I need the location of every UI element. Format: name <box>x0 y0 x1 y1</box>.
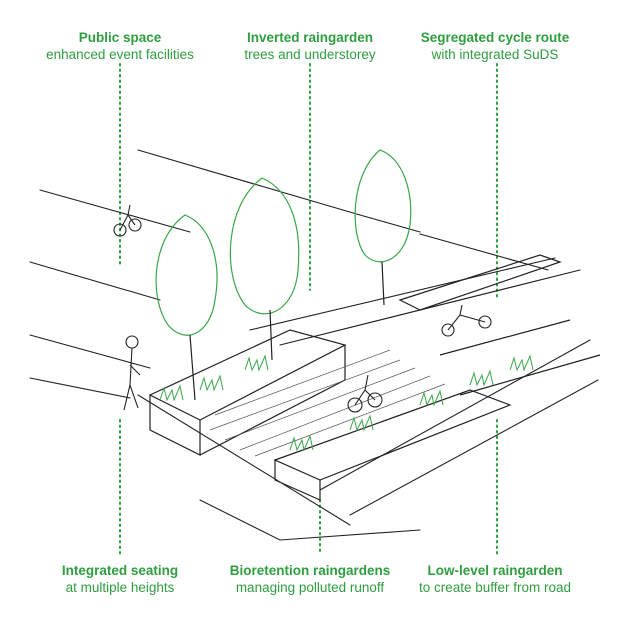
label-title: Integrated seating <box>61 563 179 578</box>
label-integrated-seating: Integrated seating at multiple heights <box>20 562 220 596</box>
tree-canopy-right <box>354 149 412 263</box>
label-subtitle: managing polluted runoff <box>235 580 385 595</box>
label-title: Segregated cycle route <box>420 30 570 45</box>
label-title: Bioretention raingardens <box>229 563 391 578</box>
label-subtitle: with integrated SuDS <box>431 47 559 62</box>
tree-trunks <box>189 261 385 401</box>
pedestrian-left <box>123 335 141 411</box>
label-low-level: Low-level raingarden to create buffer fr… <box>395 562 595 596</box>
tree-canopy-left <box>155 214 218 336</box>
tree-canopy-centre <box>229 177 300 315</box>
cargo-cyclist <box>441 304 492 337</box>
cyclist-top-left <box>113 204 142 237</box>
label-subtitle: to create buffer from road <box>418 580 572 595</box>
leader-lines <box>119 63 498 556</box>
understorey-planting <box>159 354 534 452</box>
label-title: Inverted raingarden <box>246 30 374 45</box>
planter-edges <box>148 254 601 501</box>
paving-hatch <box>209 349 446 457</box>
street-lines <box>29 149 599 541</box>
trees <box>155 149 412 336</box>
label-cycle-route: Segregated cycle route with integrated S… <box>395 29 595 63</box>
label-title: Public space <box>78 30 162 45</box>
label-subtitle: trees and understorey <box>244 47 376 62</box>
label-subtitle: enhanced event facilities <box>46 47 194 62</box>
label-subtitle: at multiple heights <box>65 580 175 595</box>
label-public-space: Public space enhanced event facilities <box>20 29 220 63</box>
figures <box>113 204 492 413</box>
label-inverted-raingarden: Inverted raingarden trees and understore… <box>210 29 410 63</box>
label-bioretention: Bioretention raingardens managing pollut… <box>210 562 410 596</box>
cyclist-centre <box>347 374 383 413</box>
label-title: Low-level raingarden <box>427 563 563 578</box>
